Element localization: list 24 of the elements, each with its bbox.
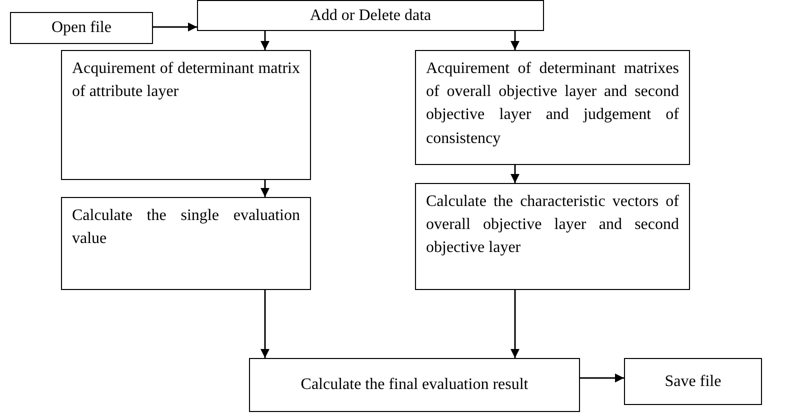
process-box — [61, 197, 311, 290]
arrow — [260, 180, 270, 197]
process-box — [61, 50, 311, 180]
arrow — [260, 31, 270, 50]
process-box — [415, 183, 690, 290]
box-text: Add or Delete data — [308, 6, 432, 26]
box-text: Calculate the final evaluation result — [300, 375, 530, 396]
arrow — [260, 290, 270, 358]
arrow — [510, 31, 520, 50]
box-text: Acquirement of determinant matrixes of overall objective layer and second objective layer and judgement of consistency — [426, 59, 679, 149]
box-text: Acquirement of determinant matrix of attribute layer — [72, 59, 300, 102]
box-text: Calculate the characteristic vectors of overall objective layer and second objective layer — [426, 192, 679, 258]
arrow — [580, 374, 624, 382]
box-text: Save file — [664, 372, 722, 392]
process-box — [415, 50, 690, 165]
process-box — [624, 358, 762, 405]
process-box — [249, 358, 580, 412]
arrow — [153, 22, 197, 32]
box-text: Calculate the single evaluation value — [72, 206, 300, 250]
process-box — [197, 0, 544, 31]
arrow — [510, 290, 520, 358]
arrow — [510, 165, 520, 183]
process-box — [10, 12, 153, 44]
box-text: Open file — [50, 18, 112, 38]
